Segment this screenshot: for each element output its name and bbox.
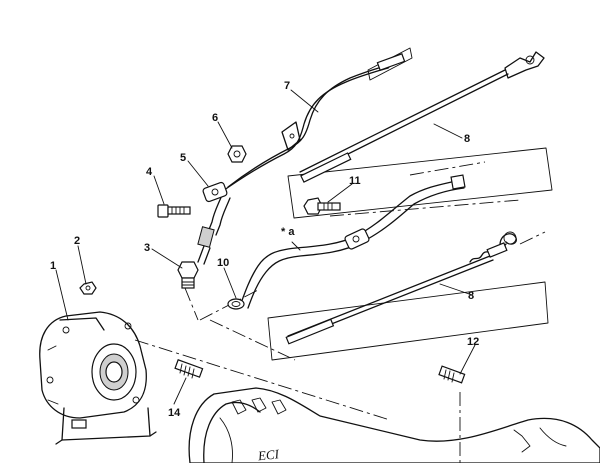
callout-4: 4 xyxy=(146,166,153,178)
panel-lower-tube xyxy=(267,281,549,361)
lower-dipstick xyxy=(285,231,517,345)
small-fastener xyxy=(79,281,97,295)
callout-8-upper: 8 xyxy=(464,133,470,145)
callout-2: 2 xyxy=(74,235,80,247)
leader-lines xyxy=(55,89,476,405)
callout-6: 6 xyxy=(212,112,218,124)
callout-5: 5 xyxy=(180,152,186,164)
callout-10: 10 xyxy=(217,257,229,269)
transmission-case xyxy=(188,387,600,463)
panel-upper-tube xyxy=(287,147,553,219)
callout-7: 7 xyxy=(284,80,290,92)
upper-dipstick-tube xyxy=(219,53,406,194)
casting-lettering: ECI xyxy=(256,446,280,463)
callout-11: 11 xyxy=(349,175,361,187)
stud xyxy=(174,359,204,379)
lower-dipstick-tube xyxy=(239,174,466,309)
seal xyxy=(227,298,245,310)
nut xyxy=(227,145,247,163)
callout-labels: 7 8 6 5 4 11 * a 2 3 10 1 8 12 14 xyxy=(50,80,479,419)
tube-clamp xyxy=(197,181,231,265)
callout-a: * a xyxy=(281,226,295,238)
callout-12: 12 xyxy=(467,336,479,348)
bolt xyxy=(157,204,191,218)
callout-1: 1 xyxy=(50,260,56,272)
small-bolt xyxy=(303,197,341,215)
upper-dipstick xyxy=(299,51,545,183)
extension-housing xyxy=(39,311,157,445)
adapter-fitting xyxy=(177,261,199,289)
callout-3: 3 xyxy=(144,242,150,254)
upper-stud xyxy=(438,365,466,384)
callout-8-lower: 8 xyxy=(468,290,474,302)
callout-14: 14 xyxy=(168,407,181,419)
